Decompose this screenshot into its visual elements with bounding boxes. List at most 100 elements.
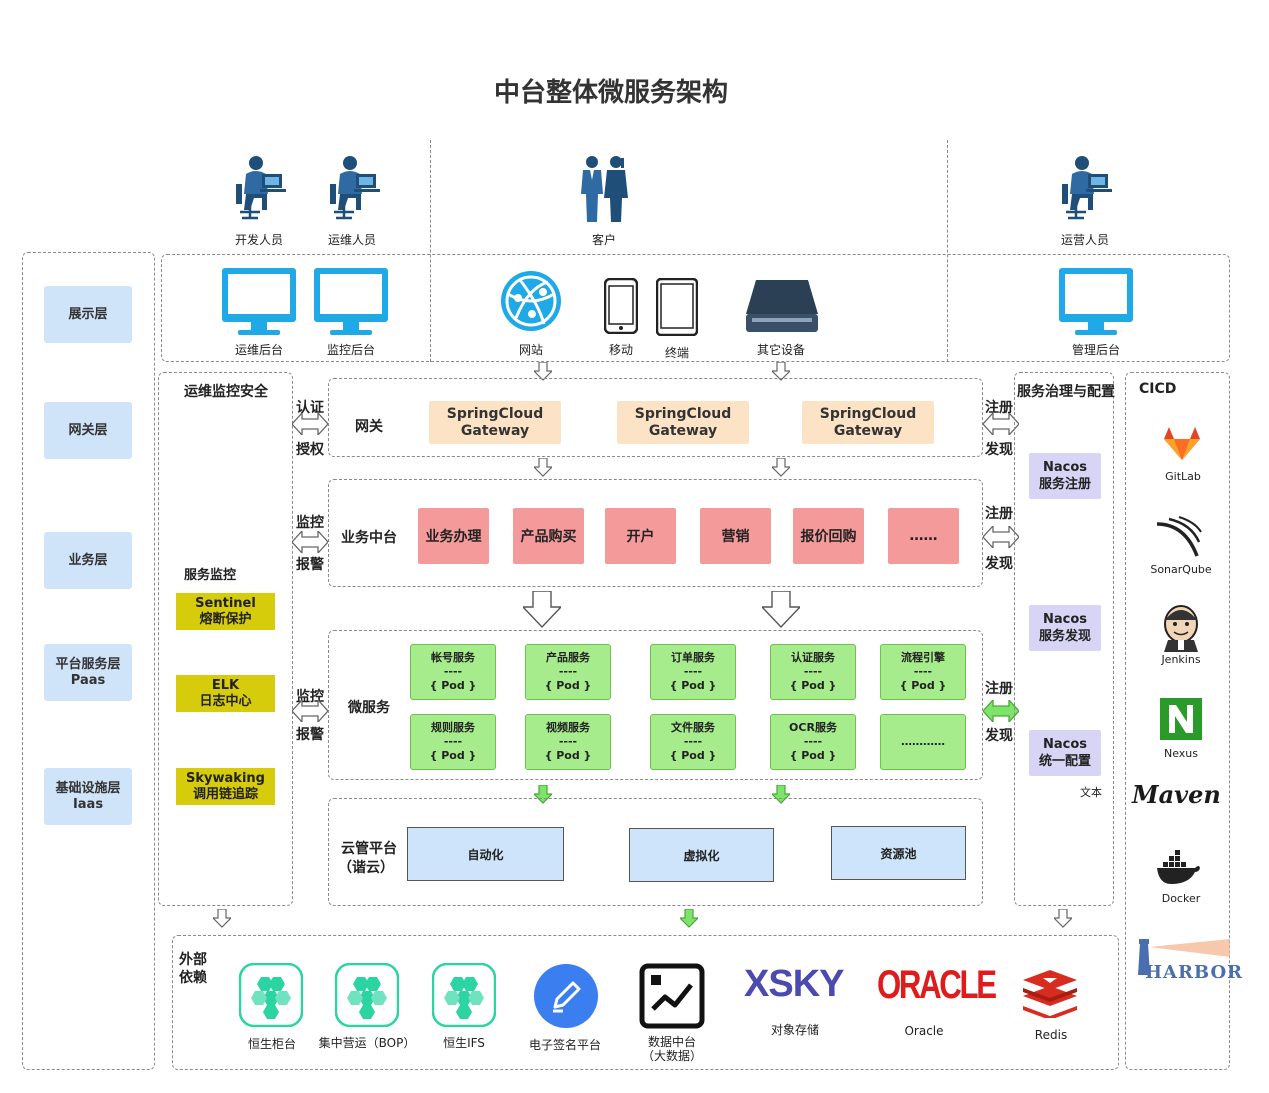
big-arrow-down-icon [523,591,561,628]
bop-operation-icon [335,963,399,1027]
external-label-hundsun-ifs: 恒生IFS [443,1036,485,1050]
device-label-admin-backend: 管理后台 [1071,343,1121,357]
big-arrow-down-icon [762,591,800,628]
external-label-line2: 依赖 [179,970,207,986]
business-item-marketing: 营销 [700,508,771,564]
gateway-label: 网关 [355,419,383,435]
nexus-icon [1160,698,1202,740]
cloud-label-line2: （谐云） [338,860,394,876]
layer-gateway: 网关层 [44,402,132,459]
external-label-e-signature: 电子签名平台 [528,1038,602,1052]
cicd-label-jenkins: Jenkins [1161,653,1201,666]
arrow-down-icon [213,909,231,928]
microservice-label: 微服务 [348,700,390,716]
operator-icon [1060,154,1114,220]
layer-presentation: 展示层 [44,286,132,343]
monitor-icon [222,268,296,335]
xsky-logo: XSKY [744,963,844,1005]
sonarqube-icon [1156,516,1202,557]
governance-panel [1014,372,1114,906]
users-divider-left [430,140,431,362]
register-label-top-2: 注册 [985,506,1013,522]
governance-title: 服务治理与配置 [1017,384,1115,400]
ops-engineer-icon [328,154,382,220]
users-divider-right [947,140,948,362]
external-deps-row [172,935,1119,1070]
double-arrow-icon [292,531,328,553]
business-label: 业务中台 [341,530,397,546]
alarm-label-bottom-1: 报警 [296,557,324,573]
microservice-video: 视频服务----{ Pod } [525,714,611,770]
business-item-purchase: 产品购买 [513,508,584,564]
external-label-data-platform: 数据中台 [647,1035,697,1049]
user-label-ops: 运维人员 [327,233,377,247]
microservice-workflow: 流程引擎----{ Pod } [880,644,966,700]
cicd-label-gitlab: GitLab [1165,470,1201,483]
discover-label-bottom-1: 发现 [985,442,1013,458]
business-item-more: …… [888,508,959,564]
gateway-row [328,378,983,457]
external-label-oracle: Oracle [904,1024,944,1038]
monitor-label-top-2: 监控 [296,689,324,705]
harbor-logo-text: HARBOR [1145,962,1244,983]
device-label-mobile: 移动 [608,343,634,357]
website-globe-icon [501,271,561,331]
page-title: 中台整体微服务架构 [493,78,729,108]
harbor-lighthouse-icon [1138,939,1230,975]
monitor-icon [1059,268,1133,335]
auth-label-top: 认证 [296,400,324,416]
device-label-monitor-backend: 监控后台 [326,343,376,357]
cicd-title: CICD [1139,381,1177,397]
microservice-more: ………… [880,714,966,770]
external-label-data-platform-sub: （大数据） [641,1049,703,1063]
hundsun-ifs-icon [432,963,496,1027]
user-label-developer: 开发人员 [234,233,284,247]
double-arrow-icon [292,413,328,435]
business-item-account-open: 开户 [605,508,676,564]
service-monitor-label: 服务监控 [184,568,237,583]
device-label-terminal: 终端 [664,346,690,360]
microservice-rules: 规则服务----{ Pod } [410,714,496,770]
gitlab-icon [1164,427,1200,460]
register-label-top-3: 注册 [985,681,1013,697]
arrow-down-icon [1054,909,1072,928]
mobile-phone-icon [604,278,638,334]
maven-logo: Maven [1132,780,1221,809]
oracle-logo: ORACLE [877,963,997,1007]
other-device-scanner-icon [746,280,818,332]
terminal-tablet-icon [656,278,698,336]
monitor-icon [314,268,388,335]
cicd-label-docker: Docker [1161,892,1201,905]
device-label-website: 网站 [518,343,544,357]
microservice-auth: 认证服务----{ Pod } [770,644,856,700]
alarm-label-bottom-2: 报警 [296,727,324,743]
external-label-line1: 外部 [179,952,207,968]
layer-column [22,252,155,1070]
external-label-bop: 集中营运（BOP） [318,1036,416,1050]
business-row [328,479,983,587]
customer-icon [581,156,628,222]
cloud-item-virtualization: 虚拟化 [629,828,774,882]
device-label-other: 其它设备 [756,343,806,357]
microservice-product: 产品服务----{ Pod } [525,644,611,700]
cloud-platform-row [328,798,983,906]
cicd-label-nexus: Nexus [1163,747,1199,760]
microservice-ocr: OCR服务----{ Pod } [770,714,856,770]
ops-monitor-panel [158,372,293,906]
hundsun-counter-icon [239,963,303,1027]
green-arrow-down-icon [680,909,698,928]
redis-icon [1023,970,1077,1018]
e-signature-pen-icon [534,964,598,1028]
user-label-customer: 客户 [591,233,617,247]
device-label-ops-backend: 运维后台 [234,343,284,357]
microservice-row [328,630,983,780]
layer-business: 业务层 [44,532,132,589]
data-platform-chart-icon [639,963,705,1029]
governance-note: 文本 [1080,786,1102,799]
jenkins-icon [1164,605,1198,652]
